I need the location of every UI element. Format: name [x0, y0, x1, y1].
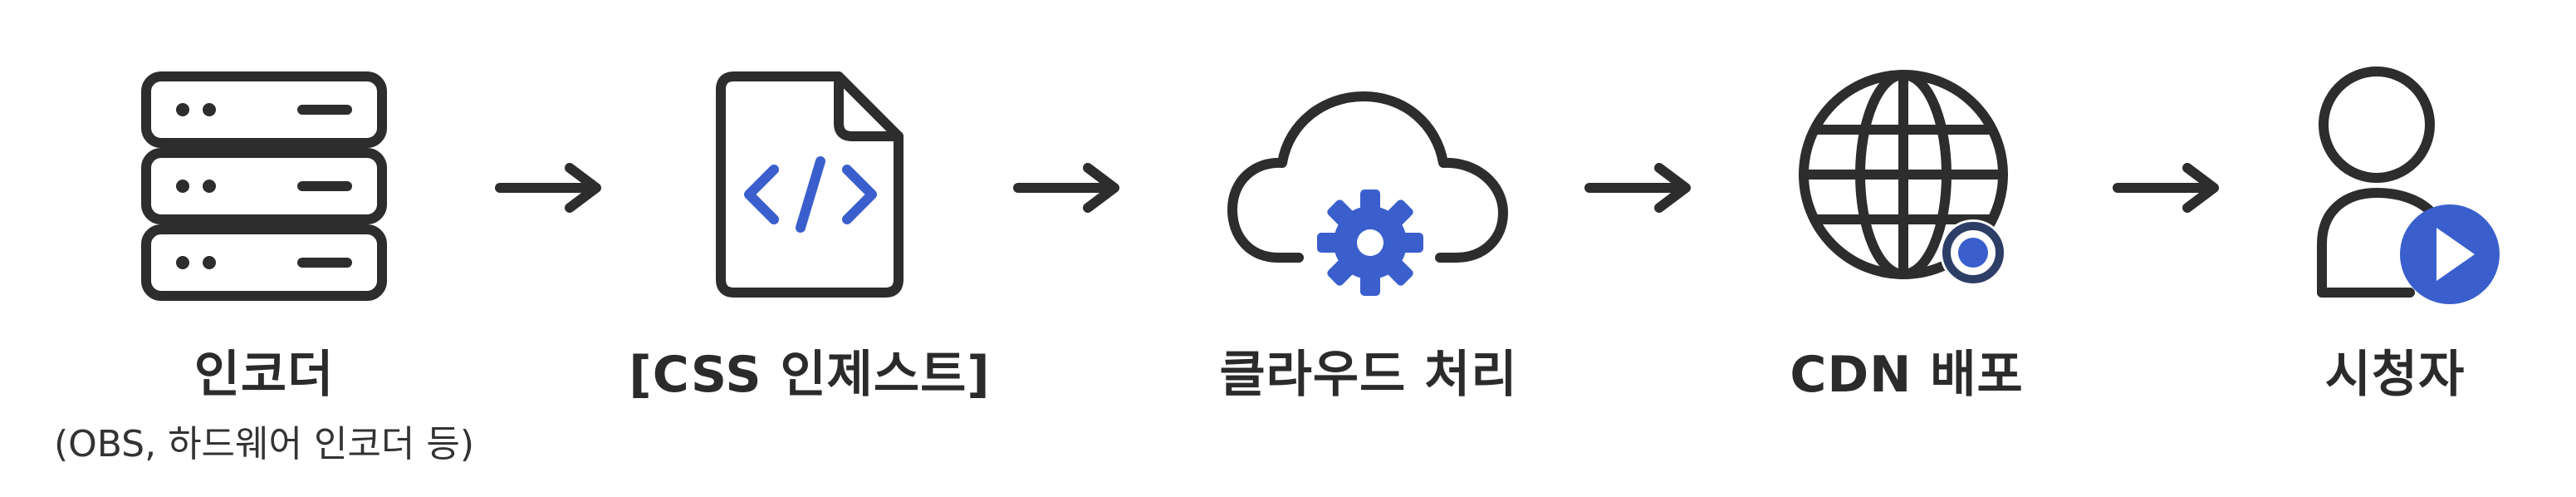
step-label-cloud: 클라우드 처리: [1219, 346, 1518, 404]
arrow-right-icon: [2111, 163, 2222, 216]
step-label-encoder: 인코더: [193, 346, 335, 404]
step-label-viewer: 시청자: [2324, 346, 2466, 404]
globe-icon: [1797, 68, 2016, 298]
step-label-ingest: [CSS 인제스트]: [629, 346, 991, 404]
arrow-right-icon: [493, 163, 605, 216]
step-label-cdn: CDN 배포: [1790, 346, 2024, 404]
server-icon: [140, 71, 389, 304]
cloud-gear-icon: [1227, 91, 1510, 299]
code-file-icon: [716, 71, 904, 298]
arrow-right-icon: [1011, 163, 1123, 216]
step-sublabel-encoder: (OBS, 하드웨어 인코더 등): [53, 423, 475, 465]
user-play-icon: [2310, 66, 2500, 308]
arrow-right-icon: [1583, 163, 1694, 216]
